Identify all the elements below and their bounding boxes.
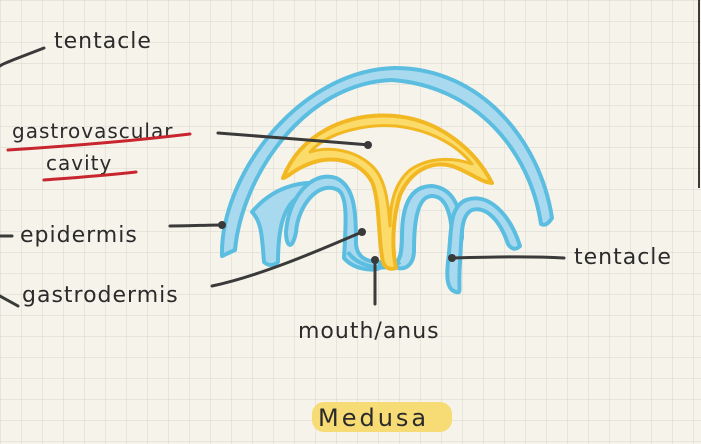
underline-gastrovascular xyxy=(6,132,192,152)
label-gastrodermis: gastrodermis xyxy=(22,283,179,308)
gastrovascular-cavity-space xyxy=(308,124,474,228)
leader-tentacle-top xyxy=(0,46,46,68)
pin-tentacle-right xyxy=(448,254,456,262)
pin-gastrovascular xyxy=(364,141,372,149)
leader-gastrodermis-left xyxy=(0,294,20,308)
title-highlight xyxy=(312,402,452,432)
leader-gastrodermis xyxy=(210,230,364,288)
label-epidermis: epidermis xyxy=(20,223,138,248)
epidermis-manubrium-left xyxy=(284,174,382,272)
leader-epidermis xyxy=(168,223,224,228)
label-mouth-anus: mouth/anus xyxy=(298,319,440,344)
pin-gastrodermis xyxy=(358,228,366,236)
label-tentacle-right: tentacle xyxy=(574,245,672,270)
leader-tentacle-right xyxy=(450,255,566,260)
epidermis-tentacle-right xyxy=(445,196,522,295)
leader-lines xyxy=(0,46,566,308)
leader-gastrovascular xyxy=(216,131,372,147)
epidermis-bell xyxy=(219,66,554,258)
label-tentacle-top: tentacle xyxy=(54,29,152,54)
label-cavity: cavity xyxy=(46,151,112,175)
underline-cavity xyxy=(42,170,138,182)
diagram-title: Medusa xyxy=(318,404,429,432)
pin-epidermis xyxy=(218,221,226,229)
pin-mouth xyxy=(371,256,379,264)
